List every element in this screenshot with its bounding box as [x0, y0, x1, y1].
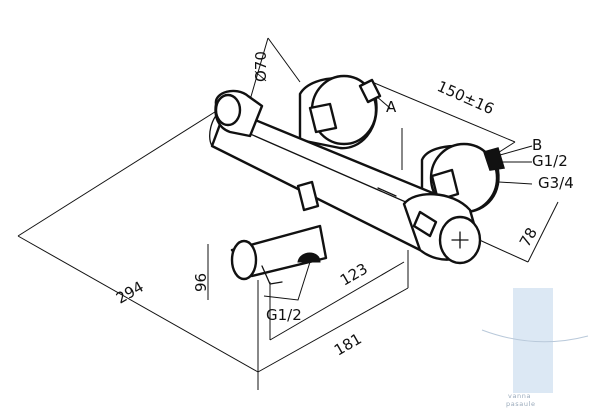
label-b: B — [532, 136, 542, 154]
label-g34: G3/4 — [538, 174, 574, 192]
dim-line-123 — [269, 261, 405, 341]
watermark-text-1: vanna — [508, 392, 531, 400]
body-highlight — [231, 125, 425, 211]
label-g12-top: G1/2 — [532, 152, 568, 170]
spout-outlet — [297, 252, 321, 263]
dim-line-70-b — [249, 37, 269, 101]
right-nut — [430, 168, 460, 202]
body-mark — [377, 187, 397, 197]
label-d123: 123 — [337, 260, 371, 290]
dim-line-150 — [371, 81, 516, 143]
leader-b — [499, 145, 533, 156]
right-handle — [402, 193, 482, 265]
label-a: A — [386, 98, 397, 116]
left-inlet-stub — [358, 78, 382, 104]
left-nut — [308, 102, 338, 134]
leader-g12-bottom — [263, 261, 311, 301]
dim-line-294-bottom — [17, 235, 259, 373]
label-g12-bottom: G1/2 — [266, 306, 302, 324]
dim-line-78-a — [474, 237, 529, 263]
label-d78: 78 — [516, 224, 541, 250]
label-d96: 96 — [192, 273, 210, 292]
spout — [230, 180, 328, 285]
label-d181: 181 — [331, 330, 365, 360]
watermark-arc — [481, 329, 589, 343]
right-inlet-stub — [483, 147, 505, 171]
label-d70: Ø70 — [252, 51, 270, 82]
spout-underside — [261, 265, 283, 285]
left-handle-cap — [214, 93, 242, 127]
dim-line-70-a — [267, 37, 301, 83]
watermark-text-2: pasaule — [506, 400, 536, 408]
dim-line-294-top — [17, 109, 219, 237]
left-handle — [214, 89, 264, 138]
dim-line-78-b — [527, 201, 559, 263]
spout-connector — [296, 180, 320, 212]
left-wall-connector — [298, 74, 382, 150]
dimension-lines — [17, 37, 559, 390]
right-handle-cross — [451, 231, 469, 249]
watermark-bar — [513, 288, 553, 393]
watermark-logo: vanna pasaule — [481, 288, 589, 408]
right-handle-stop — [412, 210, 438, 238]
label-d294: 294 — [113, 278, 147, 308]
spout-end — [230, 239, 258, 281]
dim-line-181 — [257, 287, 409, 373]
